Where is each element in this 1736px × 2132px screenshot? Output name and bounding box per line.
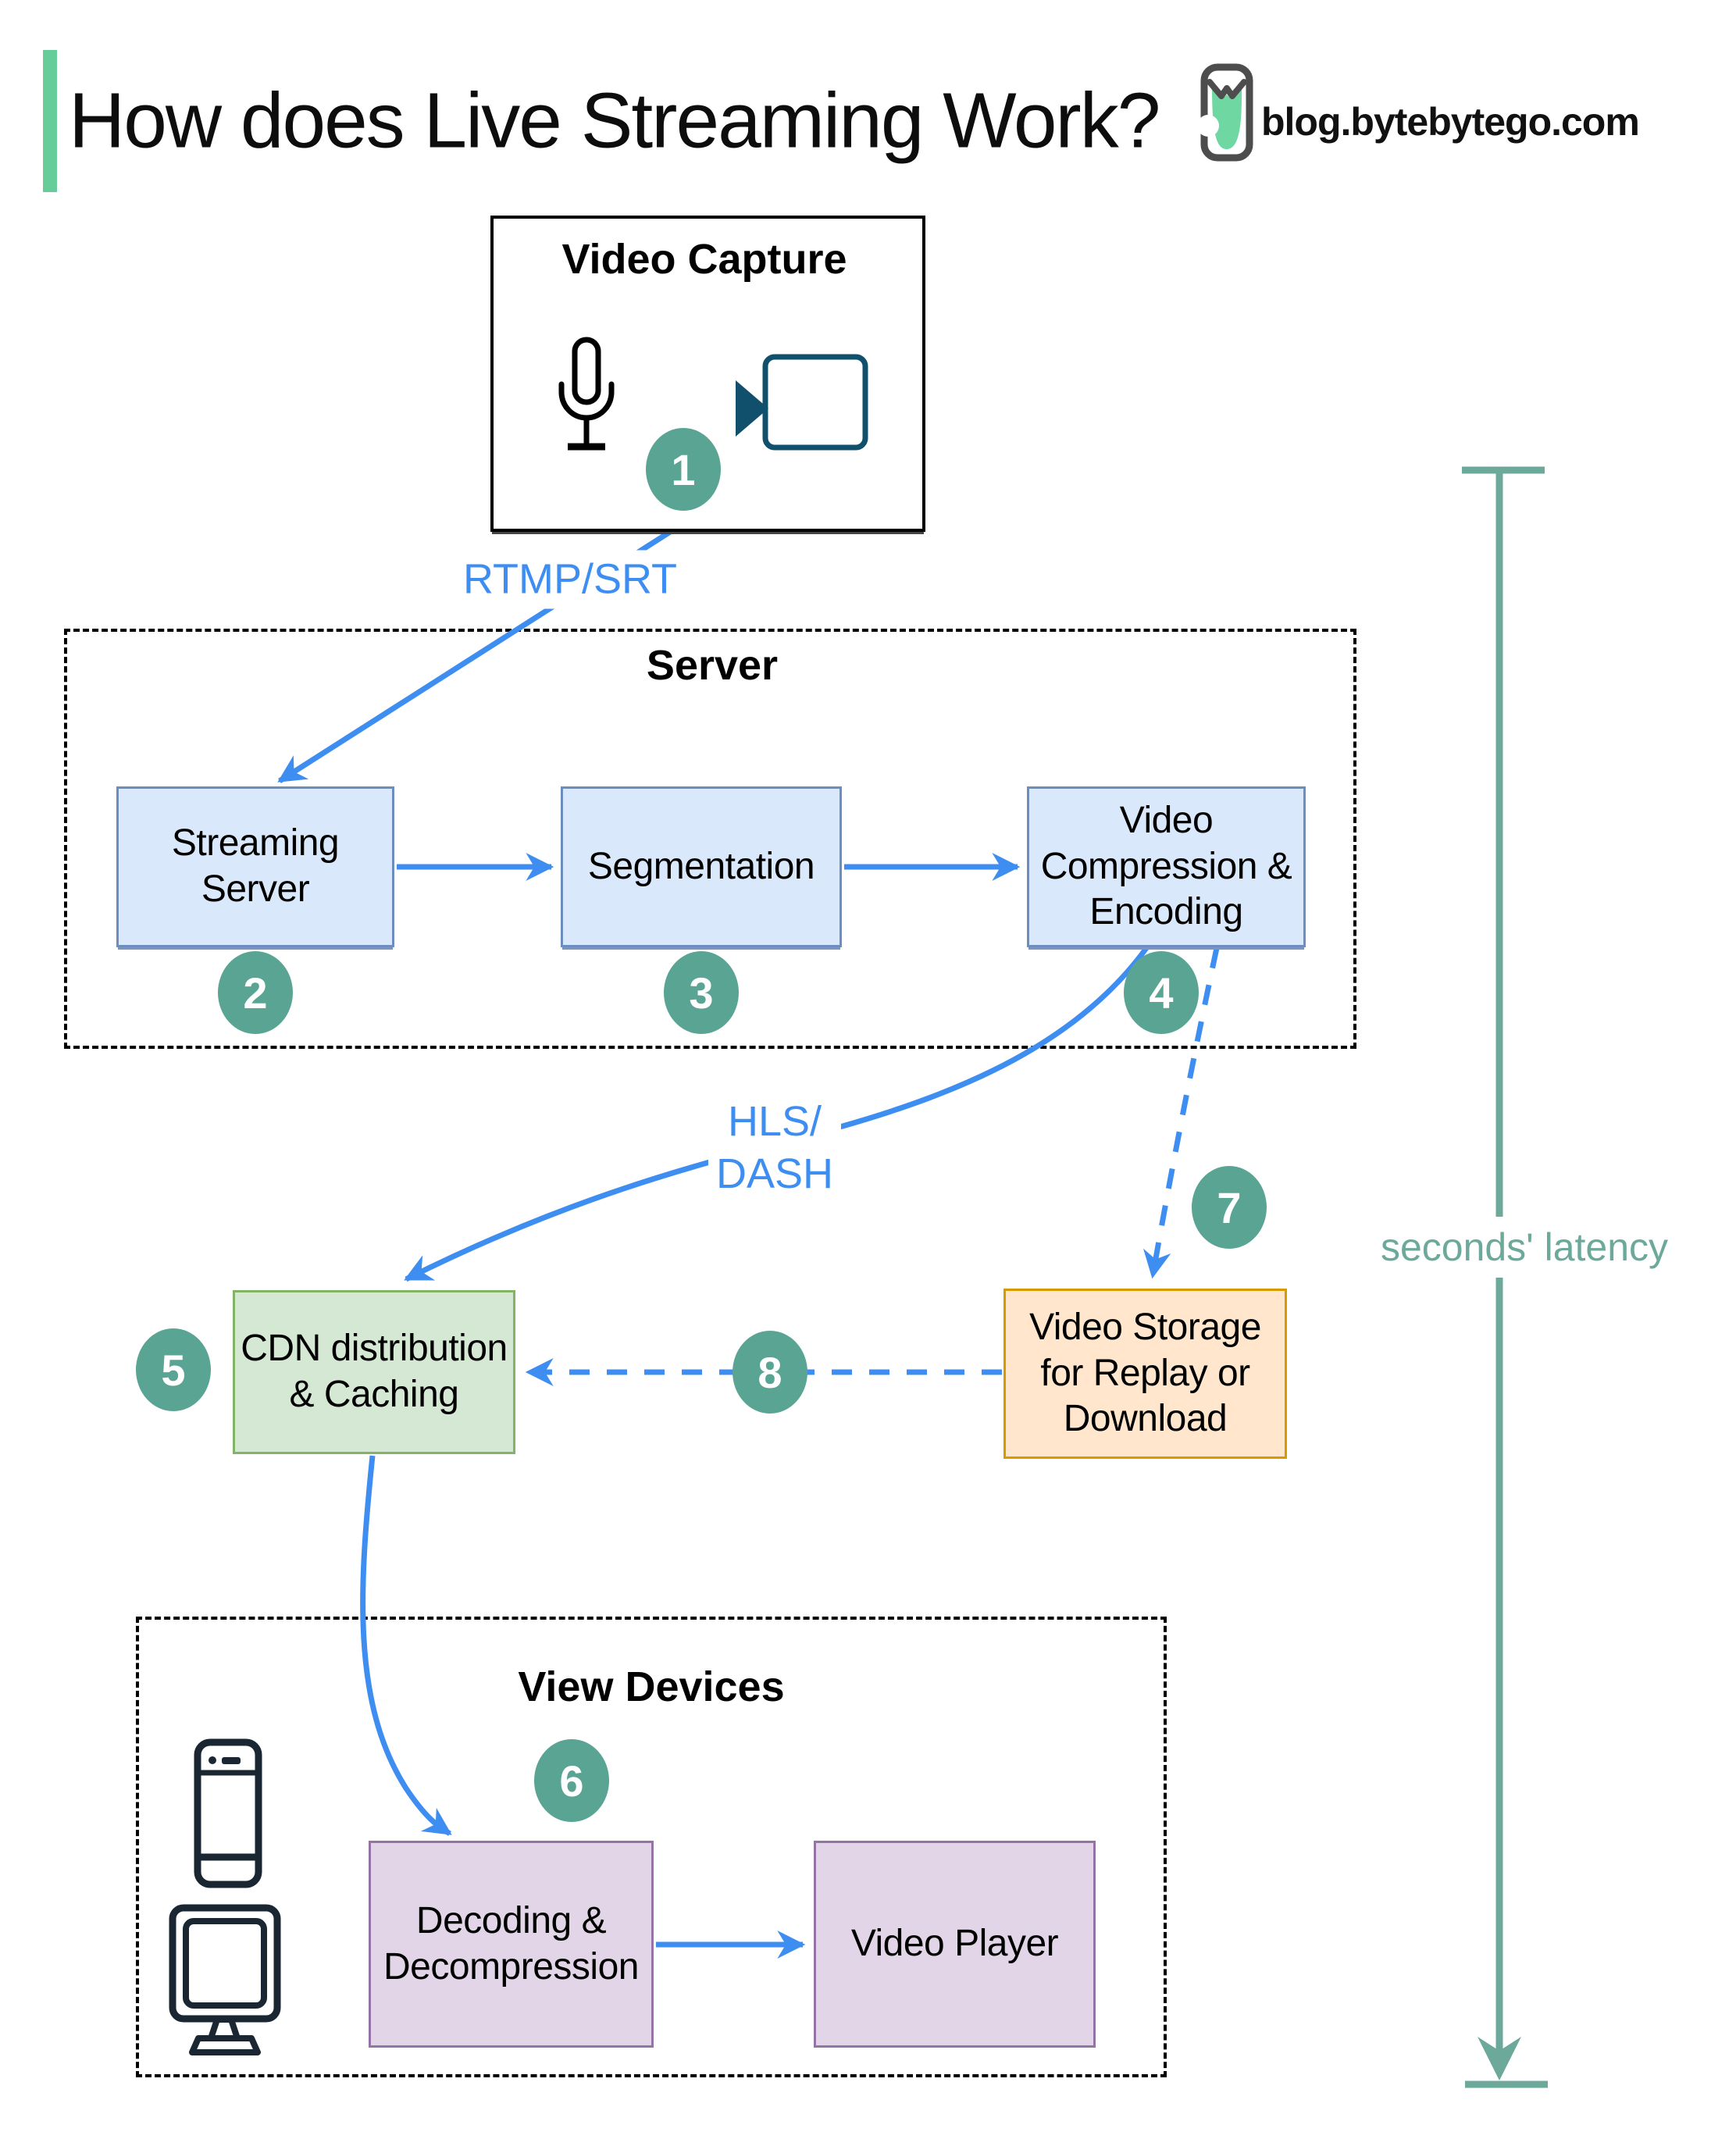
- seconds-latency-label: seconds' latency: [1367, 1217, 1681, 1278]
- segmentation-node: Segmentation: [561, 786, 842, 947]
- streaming-server-node: Streaming Server: [116, 786, 394, 947]
- step-8-badge: 8: [733, 1331, 807, 1414]
- microphone-icon: [558, 337, 615, 451]
- video-camera-icon: [736, 354, 868, 451]
- step-1-badge: 1: [646, 428, 721, 511]
- site-url: blog.bytebytego.com: [1261, 100, 1640, 144]
- server-container: [64, 629, 1356, 1049]
- step-4-badge: 4: [1124, 951, 1199, 1034]
- step-7-badge: 7: [1192, 1166, 1267, 1249]
- arrow-cdn-to-decoding: [360, 1455, 452, 1836]
- rtmp-srt-label: RTMP/SRT: [454, 550, 686, 609]
- server-section-label: Server: [646, 642, 779, 689]
- bytebytego-logo-icon: [1200, 63, 1253, 162]
- video-compression-node: Video Compression & Encoding: [1027, 786, 1306, 947]
- title-accent-bar: [43, 50, 57, 192]
- step-5-badge: 5: [136, 1328, 211, 1411]
- step-3-badge: 3: [664, 951, 739, 1034]
- view-devices-section-label: View Devices: [518, 1663, 785, 1710]
- video-capture-label: Video Capture: [561, 236, 847, 283]
- step-2-badge: 2: [218, 951, 293, 1034]
- hls-dash-label: HLS/ DASH: [708, 1093, 842, 1203]
- arrow-compression-to-storage-dashed: [1142, 947, 1220, 1279]
- step-6-badge: 6: [534, 1739, 609, 1822]
- page-title: How does Live Streaming Work?: [69, 77, 1160, 165]
- view-devices-container: [136, 1617, 1167, 2077]
- monitor-icon: [169, 1904, 281, 2055]
- video-storage-node: Video Storage for Replay or Download: [1003, 1289, 1287, 1459]
- video-player-node: Video Player: [814, 1841, 1096, 2048]
- smartphone-icon: [194, 1738, 262, 1888]
- decoding-node: Decoding & Decompression: [369, 1841, 654, 2048]
- cdn-node: CDN distribution & Caching: [233, 1290, 515, 1454]
